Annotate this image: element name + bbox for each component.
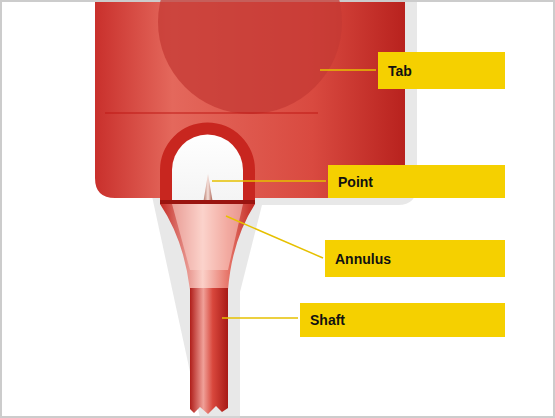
label-box: Shaft: [300, 303, 505, 337]
leader-line: [212, 180, 326, 182]
part-name: Shaft: [310, 312, 345, 328]
shaft: [190, 288, 228, 414]
point: [203, 174, 213, 204]
leader-line: [226, 216, 323, 258]
label-box: Point: [328, 165, 505, 198]
tab-line: [105, 112, 318, 113]
part-name: Annulus: [335, 251, 391, 267]
tab-disc: [158, 0, 342, 114]
band: [160, 200, 255, 204]
part-name: Point: [338, 174, 373, 190]
leader-line: [320, 69, 376, 71]
annulus: [160, 204, 255, 290]
label-box: Tab: [378, 52, 505, 89]
part-name: Tab: [388, 63, 412, 79]
leader-line: [222, 317, 298, 319]
label-box: Annulus: [325, 240, 505, 277]
annulus-highlight: [172, 204, 243, 270]
